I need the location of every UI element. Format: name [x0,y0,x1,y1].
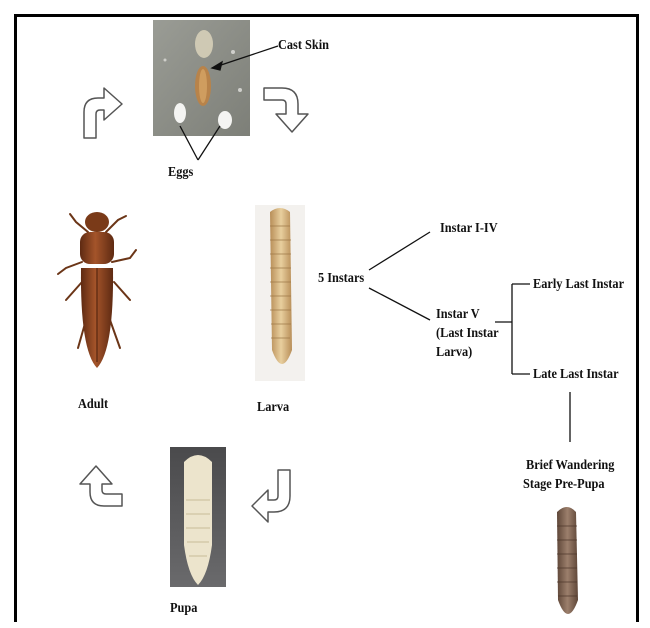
adult-label: Adult [78,396,108,414]
wandering-stage-label-line2: Stage Pre-Pupa [523,476,605,494]
connector-instar-v [369,288,430,320]
instar-i-iv-label: Instar I-IV [440,220,498,238]
eggs-photo [153,20,250,136]
instar-v-label-line3: Larva) [436,344,472,362]
pupa-label: Pupa [170,600,197,618]
larva-label: Larva [257,399,289,417]
cycle-arrow-pupa-to-adult [80,466,122,506]
cast-skin-label: Cast Skin [278,37,329,55]
connector-instar-i-iv [369,232,430,270]
larva-image [255,205,305,381]
wandering-stage-label-line1: Brief Wandering [526,457,614,475]
instar-v-label-line2: (Last Instar [436,325,499,343]
adult-beetle-image [58,212,136,368]
pupa-image [170,447,226,587]
instar-count-label: 5 Instars [318,270,364,288]
late-last-instar-label: Late Last Instar [533,366,619,384]
instar-v-label-line1: Instar V [436,306,480,324]
early-last-instar-label: Early Last Instar [533,276,624,294]
eggs-label: Eggs [168,164,193,182]
pre-pupa-image [557,507,578,614]
cycle-arrow-eggs-to-larva [264,88,308,132]
cycle-arrow-adult-to-eggs [84,88,122,138]
cycle-arrow-larva-to-pupa [252,470,290,522]
